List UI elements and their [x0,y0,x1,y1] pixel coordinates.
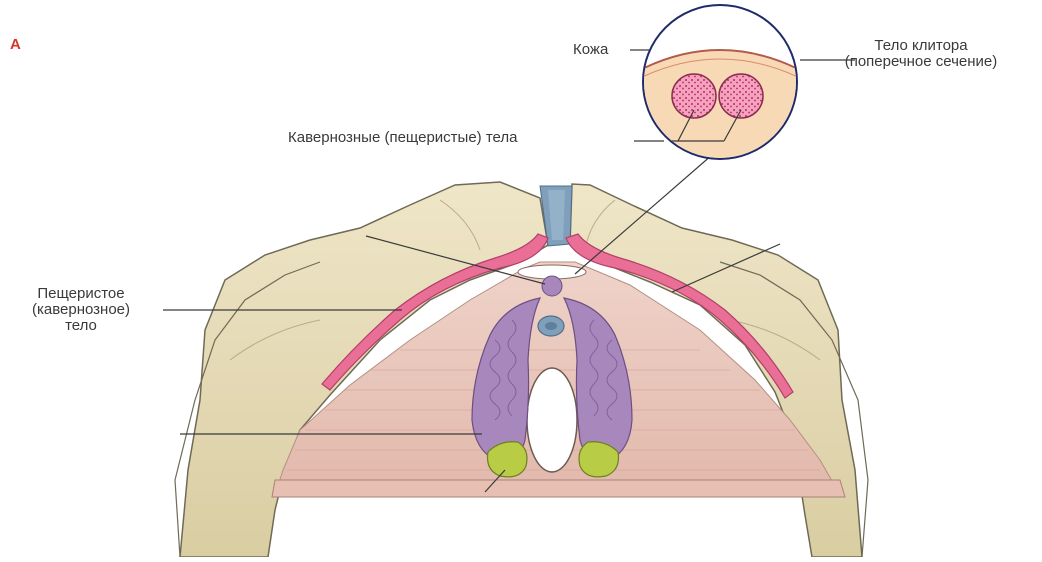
panel-letter: A [10,37,21,52]
cavernous-body-left-section [672,74,716,118]
label-cavernous-body: Пещеристое (кавернозное) тело [2,286,160,334]
glans-clitoris [542,276,562,296]
label-cavernous-bodies: Кавернозные (пещеристые) тела [288,130,517,146]
urethral-lumen [545,322,557,330]
label-skin: Кожа [573,42,608,58]
label-cavernous-body-line3: тело [2,318,160,334]
label-clitoris-body-line2: (поперечное сечение) [808,54,1034,70]
cavernous-body-right-section [719,74,763,118]
label-cavernous-body-line2: (кавернозное) [2,302,160,318]
transverse-perineal-edge [272,480,845,497]
cross-section-inset [640,5,800,160]
label-clitoris-body: Тело клитора (поперечное сечение) [808,38,1034,70]
vestibular-gland-left [488,442,528,477]
label-cavernous-body-line1: Пещеристое [2,286,160,302]
label-clitoris-body-line1: Тело клитора [808,38,1034,54]
vaginal-opening [527,368,577,472]
vestibular-gland-right [579,442,619,477]
